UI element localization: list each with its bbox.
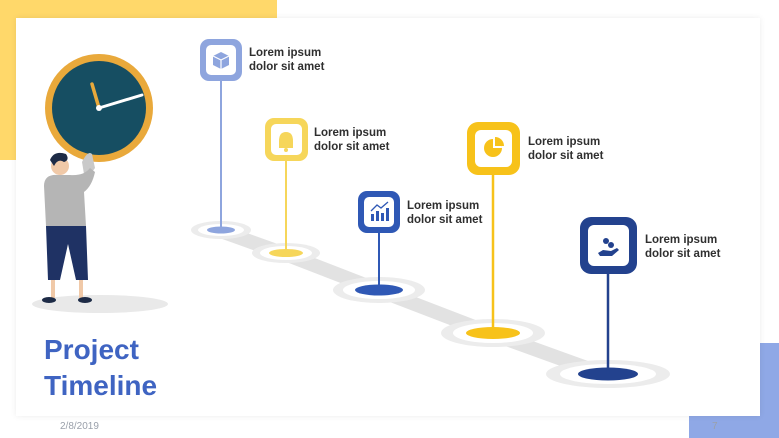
hand-coins-icon xyxy=(598,238,619,256)
box-icon xyxy=(212,52,230,69)
milestone-4-line2: dolor sit amet xyxy=(528,150,604,162)
footer-page-number: 7 xyxy=(712,421,718,432)
milestone-5 xyxy=(546,217,670,388)
bell-icon xyxy=(279,132,293,152)
milestone-3-label: Lorem ipsum dolor sit amet xyxy=(407,199,507,227)
milestone-5-label: Lorem ipsum dolor sit amet xyxy=(645,233,745,261)
person-shadow xyxy=(32,295,168,313)
milestone-2 xyxy=(252,118,320,263)
page-title-line2: Timeline xyxy=(44,370,158,401)
milestone-4-label: Lorem ipsum dolor sit amet xyxy=(528,135,628,163)
page-title-line1: Project xyxy=(44,334,139,365)
milestone-5-line2: dolor sit amet xyxy=(645,248,721,260)
milestone-2-label: Lorem ipsum dolor sit amet xyxy=(314,126,414,154)
milestone-2-line1: Lorem ipsum xyxy=(314,127,387,139)
footer-date: 2/8/2019 xyxy=(60,421,99,432)
person-illustration xyxy=(42,152,95,303)
page-title: Project Timeline xyxy=(44,332,157,404)
clock-icon xyxy=(45,54,153,162)
milestone-2-line2: dolor sit amet xyxy=(314,141,390,153)
milestone-1-line1: Lorem ipsum xyxy=(249,47,322,59)
pie-chart-icon xyxy=(484,137,504,157)
milestone-4-line1: Lorem ipsum xyxy=(528,136,601,148)
milestone-3 xyxy=(333,191,425,303)
milestone-3-line2: dolor sit amet xyxy=(407,214,483,226)
bar-chart-icon xyxy=(370,201,389,221)
milestone-1-line2: dolor sit amet xyxy=(249,61,325,73)
milestone-4 xyxy=(441,122,545,347)
milestone-3-line1: Lorem ipsum xyxy=(407,200,480,212)
milestone-1 xyxy=(191,39,251,239)
milestone-1-label: Lorem ipsum dolor sit amet xyxy=(249,46,349,74)
milestone-5-line1: Lorem ipsum xyxy=(645,234,718,246)
